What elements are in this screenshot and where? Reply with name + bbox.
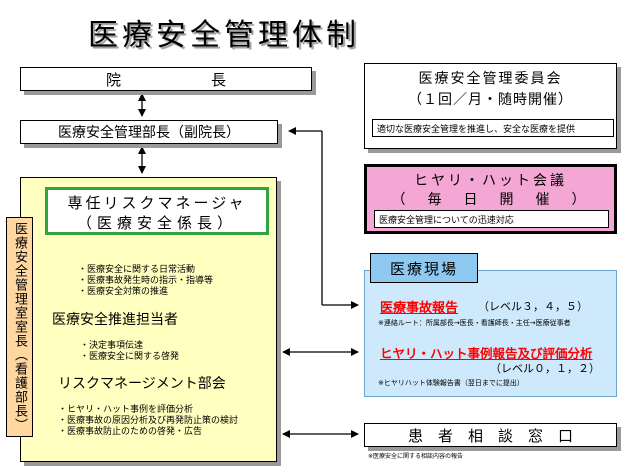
medical-site-panel [364, 270, 617, 397]
committee-meeting: （１回／月・随時開催） [408, 92, 573, 108]
hiyari-meeting-duty: 医療安全管理についての迅速対応 [374, 210, 609, 228]
rm-committee-task-item: ・ヒヤリ・ハット事例を評価分析 [58, 405, 194, 415]
hiyari-meeting-schedule: （ 毎 日 開 催 ） [391, 192, 590, 208]
risk-manager-box: 専任リスクマネージャ （医療安全係長） [45, 187, 269, 235]
risk-task-item: ・医療安全対策の推進 [78, 287, 169, 297]
promoter-heading: 医療安全推進担当者 [52, 312, 178, 328]
hiyari-meeting-box: ヒヤリ・ハット会議 （ 毎 日 開 催 ） 医療安全管理についての迅速対応 [364, 164, 617, 234]
director-label-left: 院 [105, 70, 121, 89]
rm-committee-task-item: ・医療事故防止のための啓発・広告 [58, 427, 203, 437]
office-chief-label: 医療安全管理室室長（看護部長） [6, 217, 33, 437]
committee-name: 医療安全管理委員会 [418, 71, 563, 87]
hiyari-report-link[interactable]: ヒヤリ・ハット事例報告及び評価分析 [380, 346, 593, 361]
safety-manager-box: 医療安全管理部長（副院長） [20, 120, 278, 144]
medical-site-label: 医療現場 [370, 253, 478, 283]
accident-report-link[interactable]: 医療事故報告 [380, 301, 459, 316]
risk-manager-title: 専任リスクマネージャ [67, 194, 247, 212]
patient-consult-box: 患 者 相 談 窓 口 [364, 423, 617, 447]
patient-consult-note: ※医療安全に関する相談内容の報告 [368, 453, 464, 460]
risk-task-item: ・医療事故発生時の指示・指導等 [78, 276, 214, 286]
director-label-right: 長 [210, 70, 226, 89]
risk-manager-role: （医療安全係長） [76, 214, 237, 232]
safety-committee-box: 医療安全管理委員会 （１回／月・随時開催） 適切な医療安全管理を推進し、安全な医… [364, 63, 617, 149]
promoter-task-item: ・決定事項伝達 [80, 341, 144, 351]
rm-committee-heading: リスクマネージメント部会 [58, 376, 226, 392]
rm-committee-task-item: ・医療事故の原因分析及び再発防止策の検討 [58, 416, 239, 426]
accident-report-route: ※連絡ルート：所属部長→医長・看護師長・主任→医療従事者 [378, 319, 571, 327]
page-title: 医療安全管理体制 [88, 18, 360, 53]
hiyari-report-note: ※ヒヤリハット体験報告書（翌日までに提出） [378, 379, 524, 387]
accident-report-level: （レベル３，４，５） [478, 300, 588, 313]
hiyari-report-level: （レベル０，１，２） [490, 362, 600, 375]
promoter-task-item: ・医療安全に関する啓発 [80, 352, 180, 362]
director-box: 院 長 [20, 67, 312, 91]
committee-duty: 適切な医療安全管理を推進し、安全な医療を提供 [372, 119, 614, 137]
hiyari-meeting-name: ヒヤリ・ハット会議 [414, 173, 567, 189]
risk-task-item: ・医療安全に関する日常活動 [78, 265, 196, 275]
